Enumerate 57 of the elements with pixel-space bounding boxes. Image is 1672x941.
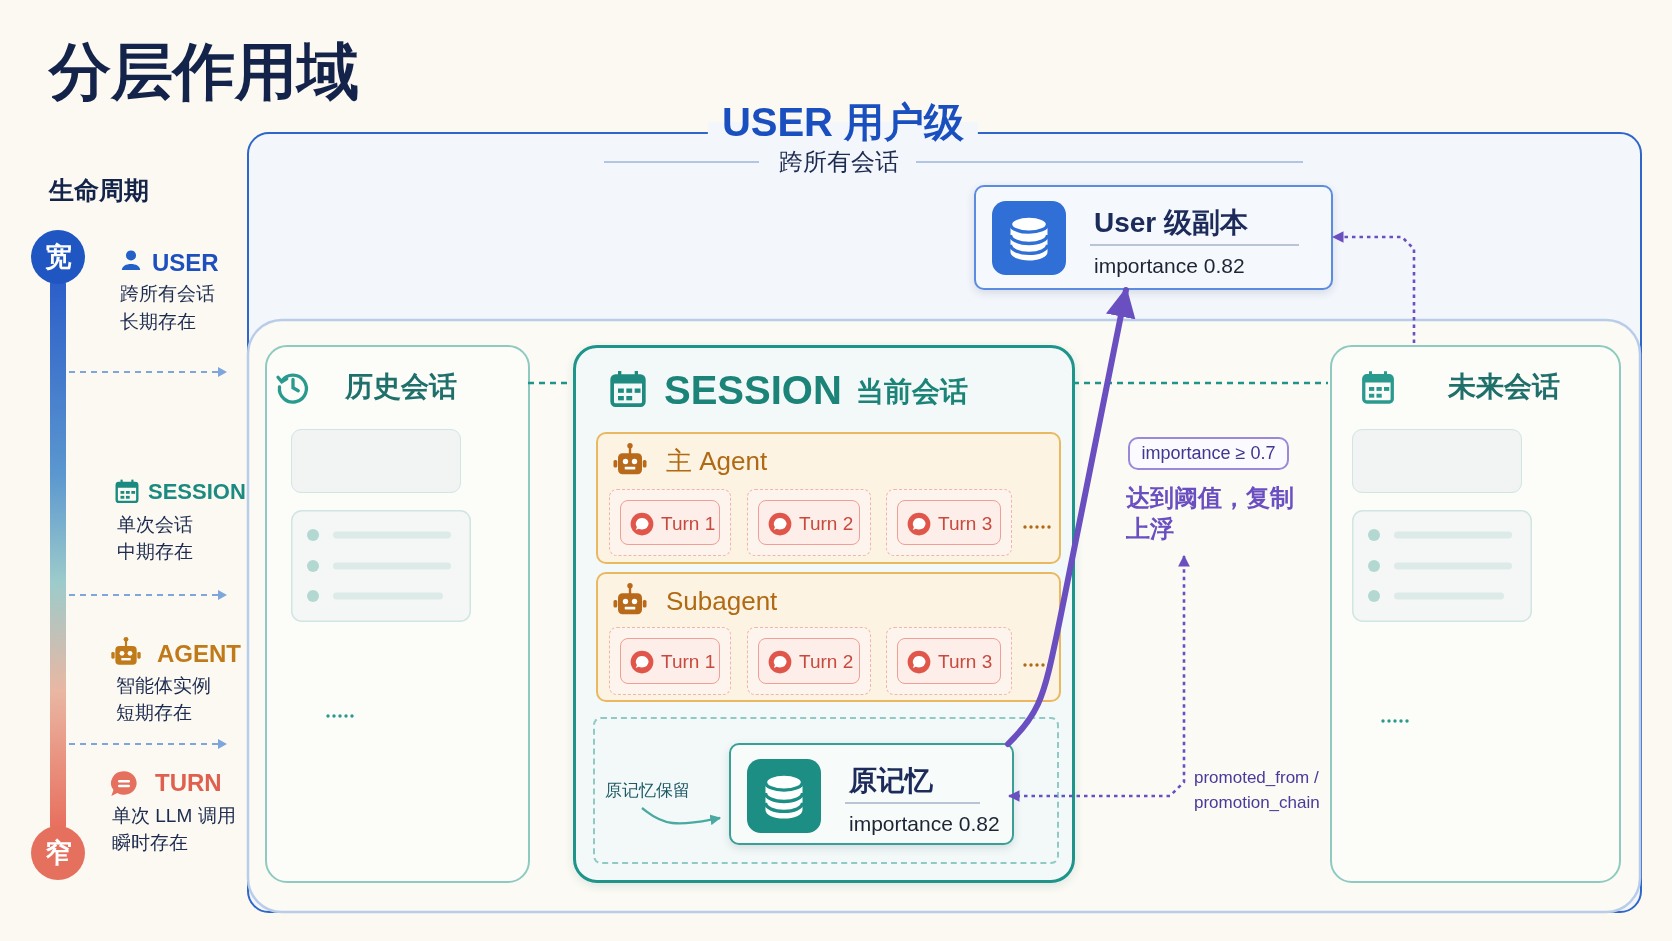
level-description: 单次会话: [117, 514, 193, 536]
connector: [1005, 287, 1136, 747]
level-description: 长期存在: [120, 311, 196, 333]
card-title: User 级副本: [1094, 206, 1249, 240]
promotion-note: 达到阈值，复制上浮: [1126, 482, 1306, 552]
turn-label: Turn 1: [661, 651, 716, 673]
turn-box: [758, 638, 860, 684]
memory-card: [729, 743, 1014, 845]
panel-title: USER 用户级: [707, 99, 979, 145]
turn-box: [620, 500, 720, 545]
importance-value: importance 0.82: [1094, 253, 1245, 279]
session-column: [1330, 345, 1621, 883]
connector: [1331, 231, 1416, 343]
turn-box: [897, 500, 1001, 545]
turn-label: Turn 3: [938, 512, 993, 535]
turn-label: Turn 2: [799, 651, 854, 673]
memory-copy-card: [974, 185, 1333, 290]
turn-label: Turn 1: [661, 512, 716, 535]
level-name: TURN: [155, 769, 222, 797]
session-panel: [573, 345, 1075, 883]
turn-box: [620, 638, 720, 684]
panel-subtitle: 跨所有会话: [779, 148, 899, 176]
turn-box: [758, 500, 860, 545]
agent-title: 主 Agent: [666, 447, 768, 477]
connector: [641, 807, 722, 826]
panel-subtitle: 当前会话: [856, 375, 968, 409]
connector: [1073, 381, 1328, 385]
level-description: 短期存在: [116, 702, 192, 724]
agent-box: [596, 572, 1061, 702]
turn-label: Turn 3: [938, 651, 993, 673]
level-name: USER: [152, 249, 219, 277]
scale-circle: 宽: [31, 230, 85, 284]
level-name: SESSION: [148, 479, 246, 505]
edge-label: promoted_from / promotion_chain: [1194, 767, 1321, 814]
level-description: 跨所有会话: [120, 283, 215, 305]
card-title: 原记忆: [849, 764, 933, 798]
session-column: [265, 345, 530, 883]
scale-circle: 窄: [31, 826, 85, 880]
column-title: 未来会话: [1448, 370, 1560, 404]
section-heading: 生命周期: [49, 175, 149, 205]
dashed-region: [593, 717, 1059, 864]
threshold-tag: importance ≥ 0.7: [1128, 437, 1289, 470]
level-description: 瞬时存在: [112, 832, 188, 854]
turn-box: [897, 638, 1001, 684]
page-title: 分层作用域: [49, 36, 359, 108]
agent-title: Subagent: [666, 587, 778, 617]
panel-title: SESSION: [664, 367, 842, 413]
importance-value: importance 0.82: [849, 811, 1000, 837]
level-description: 中期存在: [117, 541, 193, 563]
agent-box: [596, 432, 1061, 564]
column-title: 历史会话: [345, 370, 457, 404]
level-name: AGENT: [157, 640, 241, 668]
level-description: 智能体实例: [116, 675, 211, 697]
level-description: 单次 LLM 调用: [112, 805, 236, 827]
retention-note: 原记忆保留: [605, 779, 715, 805]
turn-label: Turn 2: [799, 512, 854, 535]
connector: [1007, 554, 1190, 802]
